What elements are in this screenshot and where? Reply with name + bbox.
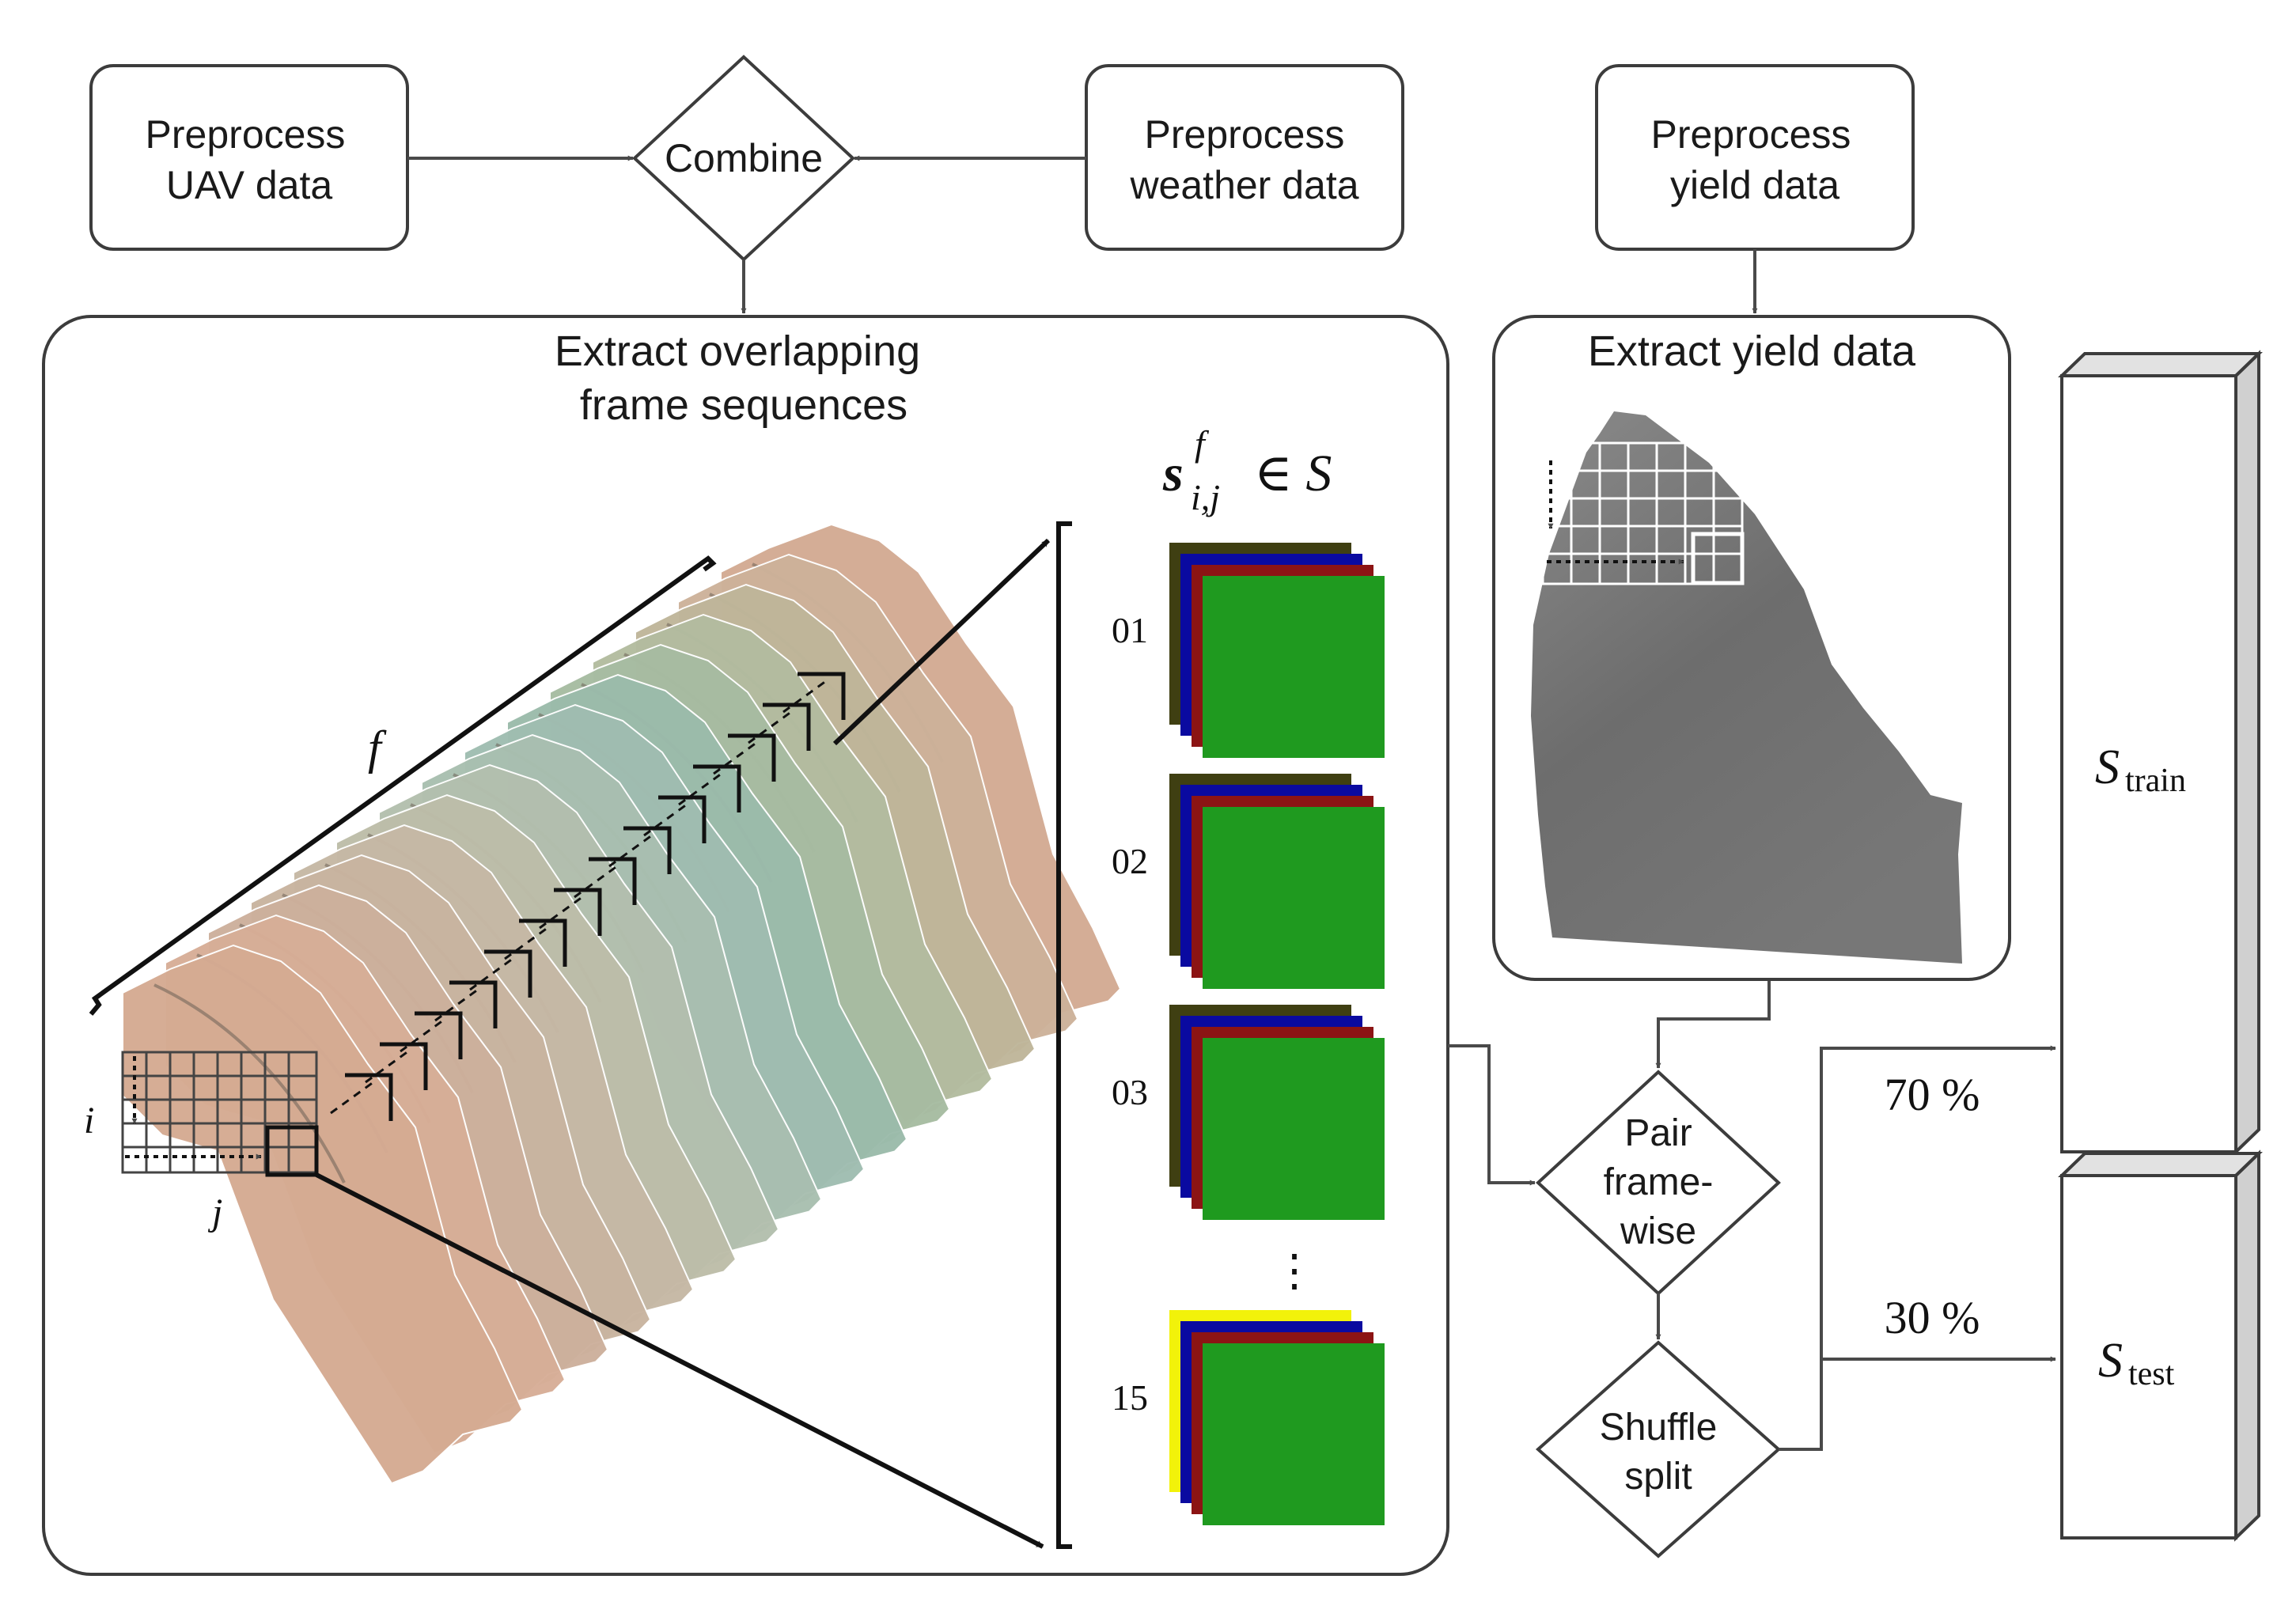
selected-patch [265, 1125, 319, 1177]
extract-yield-title: Extract yield data [1588, 328, 1916, 375]
projection-arrow-bottom [315, 1172, 1044, 1549]
train-set-block: S train [2058, 350, 2263, 1156]
test-set-block: S test [2058, 1149, 2263, 1542]
frame-tiles [1169, 543, 1385, 1525]
patch-link-11 [678, 770, 726, 806]
frame-label-15: 15 [1112, 1377, 1148, 1418]
preprocess-weather-line1: Preprocess [1145, 112, 1345, 157]
patch-corner-8 [589, 857, 637, 905]
shuffle-line2: split [1624, 1456, 1692, 1498]
tile-02-channel-green [1203, 807, 1385, 989]
patch-corner-2 [380, 1042, 428, 1090]
preprocess-yield-line1: Preprocess [1651, 112, 1851, 157]
patch-link-14 [782, 677, 830, 714]
patch-link-6 [504, 924, 551, 960]
frame-label-01: 01 [1112, 610, 1148, 650]
shuffle-split-node: Shuffle split [1535, 1340, 1782, 1558]
patch-corner-5 [484, 949, 532, 998]
preprocess-weather-line2: weather data [1129, 163, 1358, 207]
front-frame-grid [121, 1051, 318, 1174]
frame-label-02: 02 [1112, 841, 1148, 881]
train-set-subscript: train [2125, 763, 2186, 799]
patch-link-4 [434, 986, 482, 1022]
frame-crease-1 [153, 983, 346, 1184]
set-relation: ∈ S [1254, 445, 1332, 502]
patch-link-7 [539, 893, 586, 930]
pair-line3: wise [1620, 1210, 1696, 1252]
train-set-letter: S [2095, 740, 2120, 794]
preprocess-weather-node: Preprocess weather data [1085, 64, 1404, 251]
yield-map [1531, 411, 1962, 964]
arrow-shuffle-to-test [1820, 1356, 2056, 1362]
tile-15-channel-green [1203, 1343, 1385, 1525]
patch-link-5 [469, 955, 517, 991]
projection-arrow-top [832, 538, 1051, 746]
uav-frame-stack [122, 523, 1122, 1485]
extract-frames-title-line2: frame sequences [580, 381, 907, 429]
tile-03-channel-green [1203, 1038, 1385, 1220]
patch-link-3 [400, 1017, 447, 1053]
test-set-subscript: test [2128, 1356, 2175, 1392]
patch-corner-4 [449, 980, 498, 1028]
patch-corner-10 [658, 795, 707, 843]
row-index-label: i [84, 1100, 94, 1142]
patch-corner-13 [763, 703, 811, 751]
arrow-yield-to-pair [1655, 981, 1771, 1069]
pair-line1: Pair [1624, 1112, 1692, 1154]
patch-corner-1 [345, 1073, 393, 1121]
patch-link-12 [713, 739, 760, 775]
patch-corner-14 [798, 672, 846, 720]
preprocess-yield-node: Preprocess yield data [1595, 64, 1915, 251]
patch-corner-7 [554, 888, 602, 936]
combine-node: Combine [632, 55, 855, 262]
arrow-shuffle-to-train [1779, 1045, 2056, 1451]
patch-corner-6 [519, 918, 567, 967]
set-symbol: s [1162, 445, 1184, 502]
frame-label-03: 03 [1112, 1072, 1148, 1112]
preprocess-uav-line2: UAV data [166, 163, 332, 207]
frame-ellipsis: ⋮ [1272, 1247, 1317, 1296]
test-set-letter: S [2098, 1334, 2123, 1388]
sequence-set-notation: s f i,j ∈ S [1162, 423, 1332, 517]
yield-grid [1541, 441, 1744, 585]
patch-link-10 [643, 801, 691, 837]
tile-01-channel-green [1203, 576, 1385, 758]
set-subscript: i,j [1191, 477, 1220, 517]
train-percentage: 70 % [1885, 1069, 1980, 1120]
extract-frames-title-line1: Extract overlapping [555, 328, 920, 375]
preprocess-uav-line1: Preprocess [146, 112, 346, 157]
yield-selected-patch [1691, 532, 1745, 585]
preprocess-uav-node: Preprocess UAV data [89, 64, 409, 251]
patch-link-1 [330, 1078, 377, 1115]
preprocess-yield-line2: yield data [1670, 163, 1839, 207]
shuffle-line1: Shuffle [1600, 1407, 1718, 1449]
patch-link-9 [608, 831, 656, 868]
patch-corner-11 [693, 764, 741, 812]
uav-frame-1 [122, 944, 524, 1485]
patch-link-8 [574, 862, 621, 899]
patch-markers [330, 672, 846, 1121]
patch-corner-9 [623, 826, 672, 874]
patch-link-2 [365, 1047, 412, 1084]
sequence-bracket [1056, 521, 1072, 1549]
patch-corner-12 [728, 733, 776, 782]
pair-framewise-node: Pair frame- wise [1536, 1070, 1781, 1296]
test-percentage: 30 % [1885, 1292, 1980, 1343]
patch-link-13 [748, 708, 795, 744]
arrow-frames-to-pair [1448, 1044, 1536, 1186]
combine-label: Combine [665, 136, 823, 180]
patch-corner-3 [415, 1011, 463, 1059]
frame-count-bracket [89, 555, 717, 1016]
pair-line2: frame- [1604, 1161, 1714, 1203]
